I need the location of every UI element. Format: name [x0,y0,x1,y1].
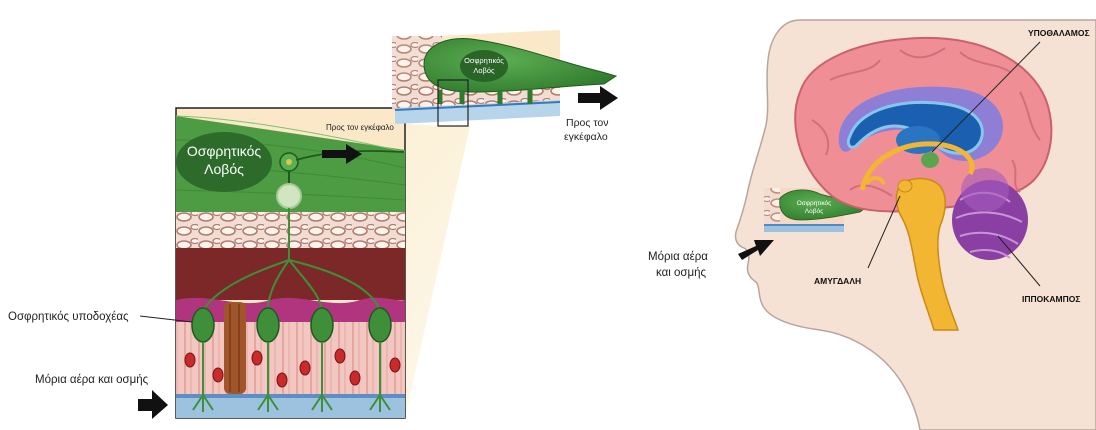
amygdala-label: ΑΜΥΓΔΑΛΗ [814,276,861,286]
head-bulb-label-2: Λοβός [805,207,823,215]
odor-arrow-bottom [138,390,168,419]
mid-bulb-label-1: Οσφρητικός [464,56,504,65]
hypothalamus-structure [921,152,939,168]
head-odor-label-2: και οσμής [656,267,707,279]
mid-bulb-label-2: Λοβός [473,66,495,75]
mid-to-brain-label-1: Προς τον [566,117,608,129]
zoom-to-brain-label: Προς τον εγκέφαλο [326,123,394,132]
zoom-bulb-label-1: Οσφρητικός [187,143,262,159]
mid-to-brain-label-2: εγκέφαλο [564,131,608,143]
hypothalamus-label: ΥΠΟΘΑΛΑΜΟΣ [1028,28,1090,38]
zoom-bulb-label-2: Λοβός [204,161,244,177]
glomerulus [277,184,301,208]
receptor-label: Οσφρητικός υποδοχέας [8,311,129,323]
head-odor-label-1: Μόρια αέρα [648,251,708,263]
cribriform-bone [176,212,405,248]
head: Οσφρητικός Λοβός [648,20,1096,430]
to-brain-arrow-mid [578,86,618,110]
hippocampus-label: ΙΠΠΟΚΑΜΠΟΣ [1022,294,1080,304]
amygdala-structure [898,180,912,192]
head-bulb-label-1: Οσφρητικός [797,199,832,207]
zoom-panel: Οσφρητικός Λοβός Προς τον εγκέφαλο [176,108,405,418]
odor-label-bottom: Μόρια αέρα και οσμής [35,374,149,386]
